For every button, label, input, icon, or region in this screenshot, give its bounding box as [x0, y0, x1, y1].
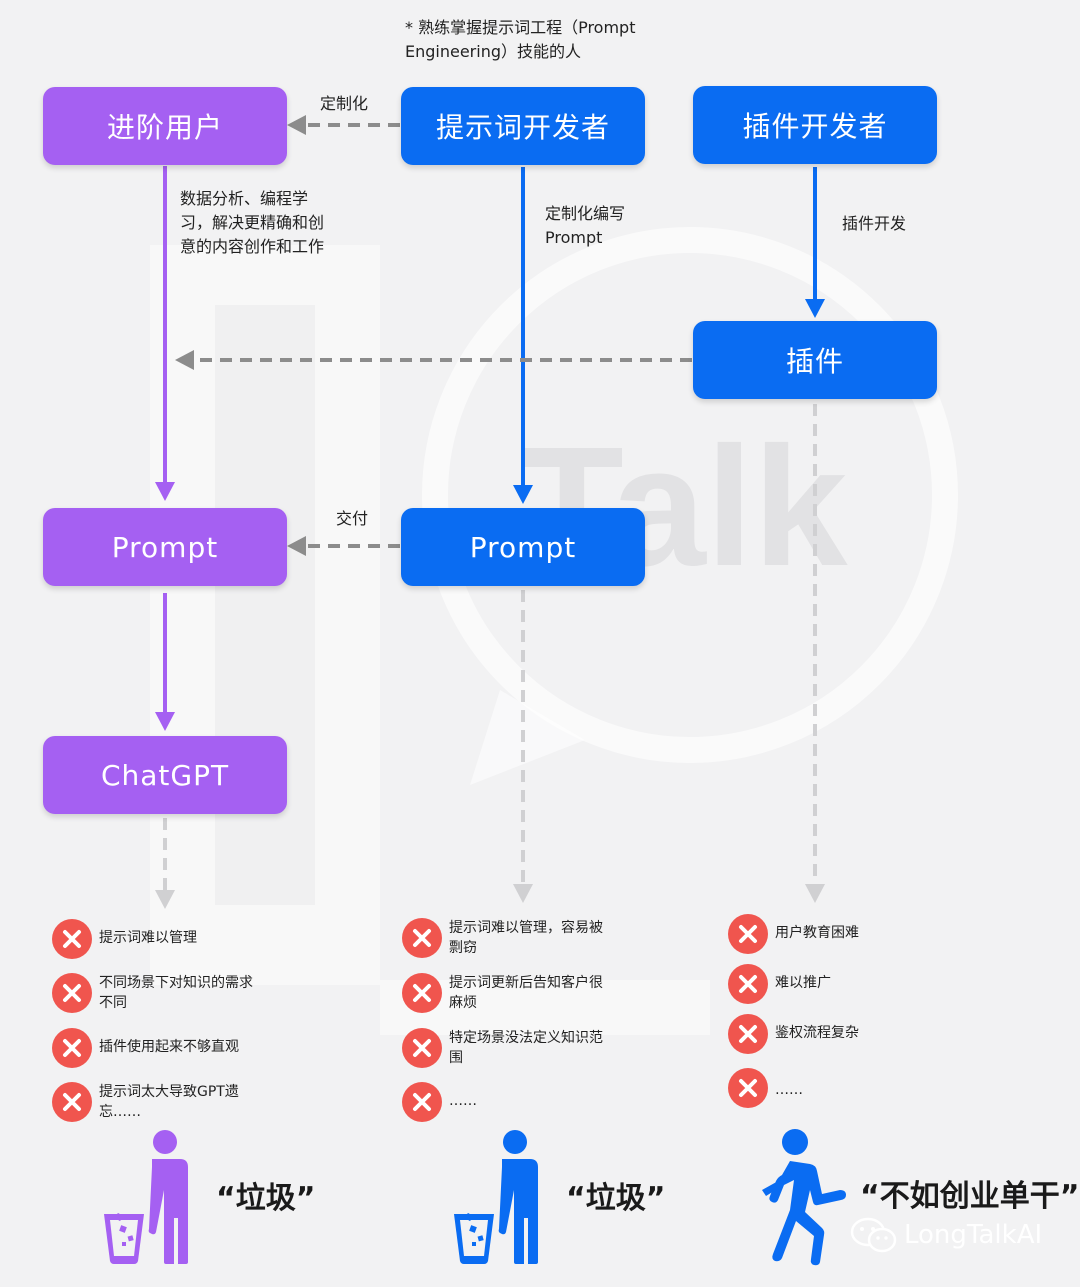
edge-prompt-to-chatgpt-arrowhead	[155, 712, 175, 731]
issue-text: 麻烦	[449, 995, 477, 1011]
label-custom-write-line: Prompt	[545, 228, 603, 247]
issue-text: ……	[449, 1093, 477, 1109]
edge-prompt-issues-arrowhead	[513, 884, 533, 903]
edge-advanced-to-prompt-arrowhead	[155, 482, 175, 501]
issue-item: 提示词更新后告知客户很麻烦	[402, 973, 603, 1013]
issue-text: 不同	[99, 995, 127, 1011]
close-circle-icon	[728, 1068, 768, 1108]
issue-item: ……	[402, 1082, 477, 1122]
person-trash-icon	[454, 1130, 538, 1264]
brand-text: LongTalkAI	[904, 1220, 1043, 1250]
brand-badge: LongTalkAI	[850, 1215, 1042, 1255]
person-trash-icon	[104, 1130, 188, 1264]
issue-text: ……	[775, 1082, 803, 1098]
node-chatgpt[interactable]: ChatGPT	[43, 736, 287, 814]
issue-text: 特定场景没法定义知识范	[449, 1030, 603, 1046]
issue-text: 围	[449, 1050, 463, 1066]
edge-chatgpt-issues-arrowhead	[155, 890, 175, 909]
wechat-icon	[850, 1217, 897, 1253]
running-person-icon	[762, 1129, 846, 1266]
issue-text: 用户教育困难	[775, 925, 859, 941]
label-advanced-usage-line: 数据分析、编程学	[180, 189, 309, 208]
close-circle-icon	[52, 1028, 92, 1068]
issue-item: 提示词难以管理，容易被剽窃	[402, 918, 603, 958]
issue-item: 提示词难以管理	[52, 919, 197, 959]
close-circle-icon	[402, 1082, 442, 1122]
close-circle-icon	[402, 918, 442, 958]
close-circle-icon	[728, 1014, 768, 1054]
issue-item: 提示词太大导致GPT遗忘……	[52, 1082, 239, 1122]
label-custom-write-line: 定制化编写	[545, 204, 626, 223]
issue-text: 插件使用起来不够直观	[99, 1039, 239, 1055]
issue-text: 提示词太大导致GPT遗	[99, 1084, 239, 1100]
issue-text: 提示词难以管理，容易被	[449, 920, 603, 936]
top-note-line2: Engineering）技能的人	[405, 42, 582, 61]
edge-plugin-to-user-arrowhead	[175, 350, 194, 370]
close-circle-icon	[52, 973, 92, 1013]
issue-item: 用户教育困难	[728, 914, 859, 954]
issue-item: 特定场景没法定义知识范围	[402, 1028, 603, 1068]
label-advanced-usage-line: 意的内容创作和工作	[180, 237, 325, 256]
issue-text: 剽窃	[449, 940, 477, 956]
issue-item: 鉴权流程复杂	[728, 1014, 859, 1054]
label-custom-write: 定制化编写 Prompt	[545, 202, 625, 250]
label-customize: 定制化	[320, 94, 369, 113]
top-note-line1: * 熟练掌握提示词工程（Prompt	[405, 18, 636, 37]
close-circle-icon	[728, 964, 768, 1004]
issue-text: 忘……	[99, 1104, 141, 1120]
edge-customize-arrowhead	[287, 115, 306, 135]
node-prompt-purple[interactable]: Prompt	[43, 508, 287, 586]
issue-text: 提示词更新后告知客户很	[449, 975, 603, 991]
edge-deliver-arrowhead	[287, 536, 306, 556]
close-circle-icon	[728, 914, 768, 954]
node-plugin[interactable]: 插件	[693, 321, 937, 399]
label-advanced-usage: 数据分析、编程学 习，解决更精确和创 意的内容创作和工作	[180, 187, 324, 259]
node-advanced-user[interactable]: 进阶用户	[43, 87, 287, 165]
issue-text: 不同场景下对知识的需求	[99, 975, 253, 991]
close-circle-icon	[52, 919, 92, 959]
node-plugin-developer[interactable]: 插件开发者	[693, 86, 937, 164]
issue-item: 插件使用起来不够直观	[52, 1028, 239, 1068]
edge-developer-to-prompt-arrowhead	[513, 485, 533, 504]
issue-item: ……	[728, 1068, 803, 1108]
label-plugin-dev: 插件开发	[842, 214, 907, 233]
edge-plugin-dev-arrowhead	[805, 299, 825, 318]
verdict-col1: “垃圾”	[216, 1181, 316, 1216]
label-deliver: 交付	[336, 509, 369, 528]
label-advanced-usage-line: 习，解决更精确和创	[180, 213, 325, 232]
close-circle-icon	[402, 1028, 442, 1068]
verdict-col3: “不如创业单干”	[860, 1179, 1080, 1214]
issue-item: 不同场景下对知识的需求不同	[52, 973, 253, 1013]
verdict-col2: “垃圾”	[566, 1181, 666, 1216]
node-prompt-developer[interactable]: 提示词开发者	[401, 87, 645, 165]
issue-text: 鉴权流程复杂	[775, 1025, 859, 1041]
issue-text: 提示词难以管理	[99, 930, 197, 946]
close-circle-icon	[402, 973, 442, 1013]
node-prompt-blue[interactable]: Prompt	[401, 508, 645, 586]
issue-text: 难以推广	[775, 975, 831, 991]
edge-plugin-issues-arrowhead	[805, 884, 825, 903]
issue-item: 难以推广	[728, 964, 831, 1004]
top-note: * 熟练掌握提示词工程（Prompt Engineering）技能的人	[405, 16, 636, 64]
close-circle-icon	[52, 1082, 92, 1122]
